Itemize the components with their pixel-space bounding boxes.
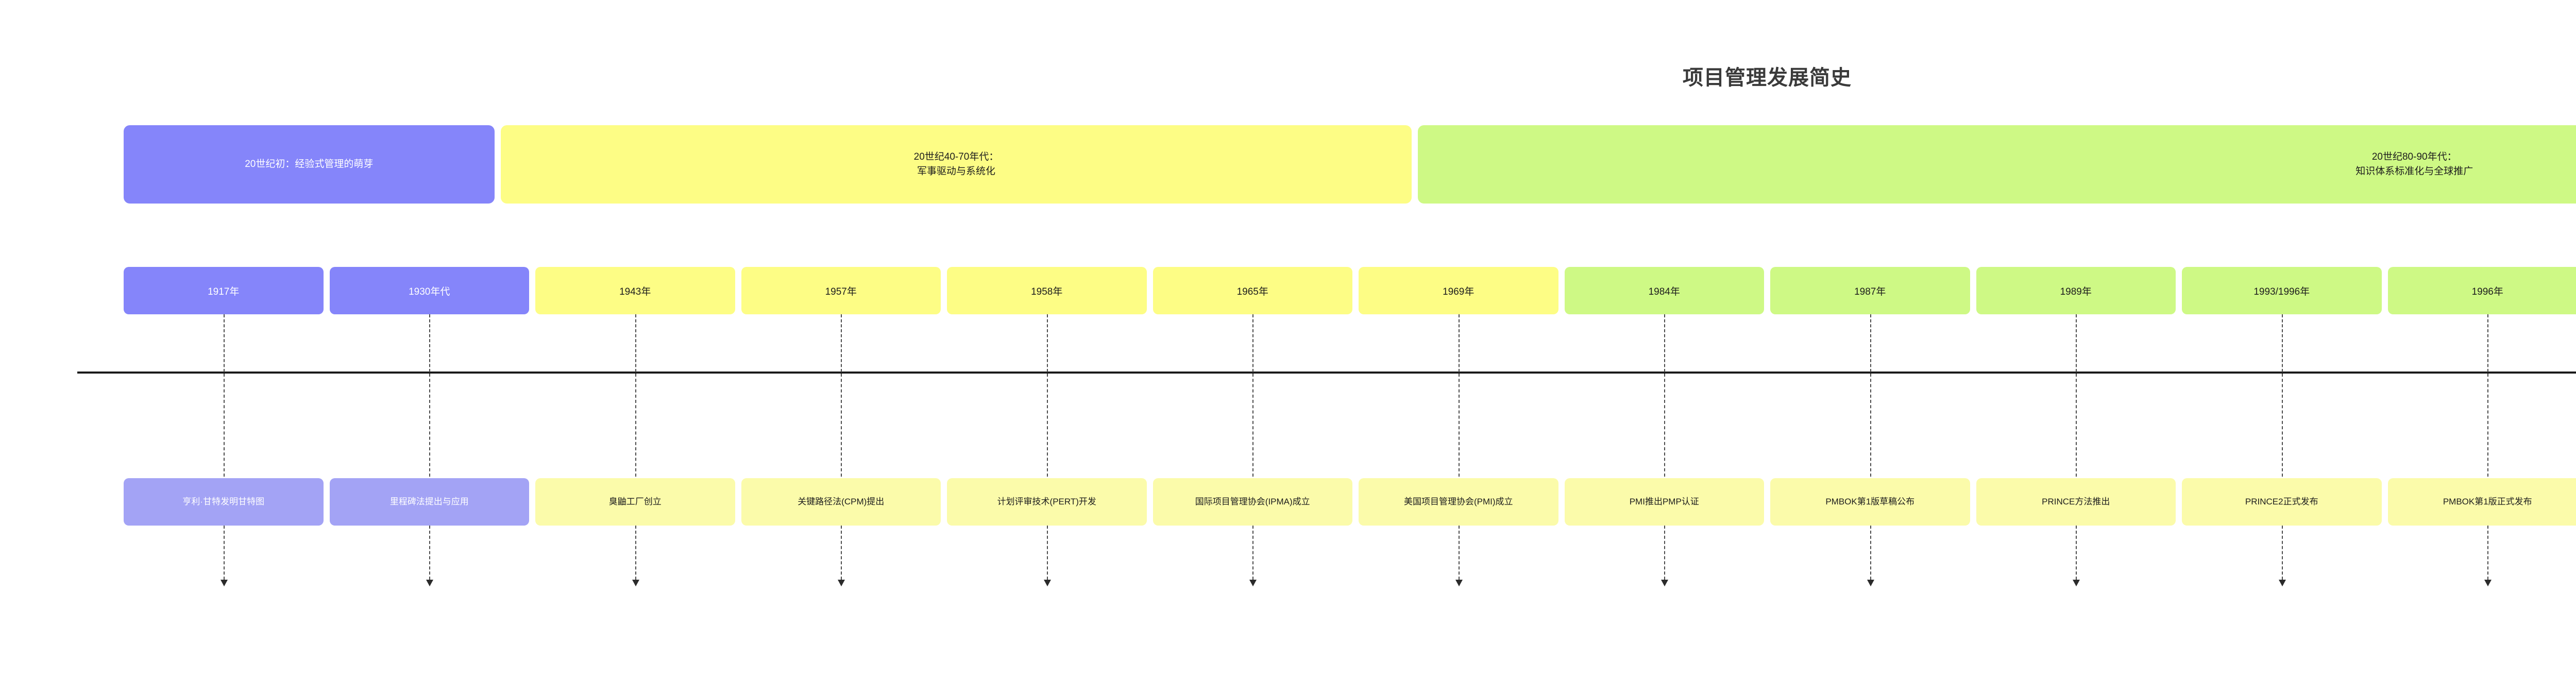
event-box-6[interactable]: 国际项目管理协会(IPMA)成立 (1153, 478, 1352, 526)
event-box-10[interactable]: PRINCE方法推出 (1976, 478, 2176, 526)
event-box-9[interactable]: PMBOK第1版草稿公布 (1770, 478, 1970, 526)
connector-arrow-icon-9 (1867, 580, 1874, 586)
connector-stub-12 (2487, 526, 2489, 580)
event-box-1[interactable]: 亨利·甘特发明甘特图 (124, 478, 324, 526)
connector-arrow-icon-5 (1043, 580, 1051, 586)
year-box-2[interactable]: 1930年代 (329, 267, 529, 314)
connector-down-1 (223, 374, 225, 477)
event-box-2[interactable]: 里程碑法提出与应用 (329, 478, 529, 526)
connector-down-5 (1046, 374, 1048, 477)
connector-down-3 (635, 374, 636, 477)
year-box-11[interactable]: 1993/1996年 (2182, 267, 2382, 314)
connector-arrow-icon-4 (838, 580, 845, 586)
connector-stub-6 (1252, 526, 1254, 580)
connector-stub-5 (1046, 526, 1048, 580)
year-box-12[interactable]: 1996年 (2387, 267, 2576, 314)
connector-up-2 (429, 314, 431, 372)
event-box-row: 亨利·甘特发明甘特图里程碑法提出与应用臭鼬工厂创立关键路径法(CPM)提出计划评… (124, 478, 2576, 526)
connector-stub-1 (223, 526, 225, 580)
connector-arrow-icon-7 (1455, 580, 1463, 586)
year-box-3[interactable]: 1943年 (535, 267, 735, 314)
year-box-1[interactable]: 1917年 (124, 267, 324, 314)
connector-down-9 (1870, 374, 1871, 477)
connector-down-4 (841, 374, 842, 477)
connector-stub-11 (2281, 526, 2283, 580)
connector-arrow-icon-10 (2073, 580, 2080, 586)
page-title: 项目管理发展简史 (1683, 66, 1852, 89)
year-box-6[interactable]: 1965年 (1153, 267, 1352, 314)
era-band-2: 20世纪40-70年代： 军事驱动与系统化 (500, 125, 1412, 204)
connector-up-4 (841, 314, 842, 372)
connector-arrow-icon-6 (1249, 580, 1257, 586)
era-band-3: 20世纪80-90年代： 知识体系标准化与全球推广 (1418, 125, 2576, 204)
year-box-5[interactable]: 1958年 (947, 267, 1147, 314)
connector-up-1 (223, 314, 225, 372)
connector-arrow-icon-2 (426, 580, 434, 586)
connector-stub-2 (429, 526, 431, 580)
event-box-3[interactable]: 臭鼬工厂创立 (535, 478, 735, 526)
connector-up-11 (2281, 314, 2283, 372)
year-box-4[interactable]: 1957年 (741, 267, 941, 314)
connector-down-2 (429, 374, 431, 477)
connector-down-6 (1252, 374, 1254, 477)
connector-stub-4 (841, 526, 842, 580)
event-box-5[interactable]: 计划评审技术(PERT)开发 (947, 478, 1147, 526)
connector-down-10 (2076, 374, 2077, 477)
connector-up-6 (1252, 314, 1254, 372)
connector-up-5 (1046, 314, 1048, 372)
connector-up-12 (2487, 314, 2489, 372)
connector-up-10 (2076, 314, 2077, 372)
year-box-7[interactable]: 1969年 (1359, 267, 1558, 314)
era-band-1: 20世纪初：经验式管理的萌芽 (124, 125, 495, 204)
event-box-12[interactable]: PMBOK第1版正式发布 (2387, 478, 2576, 526)
event-box-11[interactable]: PRINCE2正式发布 (2182, 478, 2382, 526)
timeline-axis (77, 372, 2576, 374)
connector-up-3 (635, 314, 636, 372)
connector-stub-8 (1664, 526, 1666, 580)
connector-stub-9 (1870, 526, 1871, 580)
year-box-9[interactable]: 1987年 (1770, 267, 1970, 314)
year-box-8[interactable]: 1984年 (1564, 267, 1764, 314)
connector-up-8 (1664, 314, 1666, 372)
connector-down-7 (1458, 374, 1460, 477)
connector-up-7 (1458, 314, 1460, 372)
connector-down-12 (2487, 374, 2489, 477)
connector-arrow-icon-12 (2484, 580, 2492, 586)
connector-arrow-icon-11 (2278, 580, 2286, 586)
connector-stub-7 (1458, 526, 1460, 580)
connector-down-11 (2281, 374, 2283, 477)
connector-stub-3 (635, 526, 636, 580)
year-box-10[interactable]: 1989年 (1976, 267, 2176, 314)
event-box-4[interactable]: 关键路径法(CPM)提出 (741, 478, 941, 526)
connector-down-8 (1664, 374, 1666, 477)
connector-up-9 (1870, 314, 1871, 372)
event-box-8[interactable]: PMI推出PMP认证 (1564, 478, 1764, 526)
connector-stub-10 (2076, 526, 2077, 580)
connector-arrow-icon-1 (220, 580, 228, 586)
connector-arrow-icon-3 (632, 580, 639, 586)
event-box-7[interactable]: 美国项目管理协会(PMI)成立 (1359, 478, 1558, 526)
connector-arrow-icon-8 (1661, 580, 1669, 586)
